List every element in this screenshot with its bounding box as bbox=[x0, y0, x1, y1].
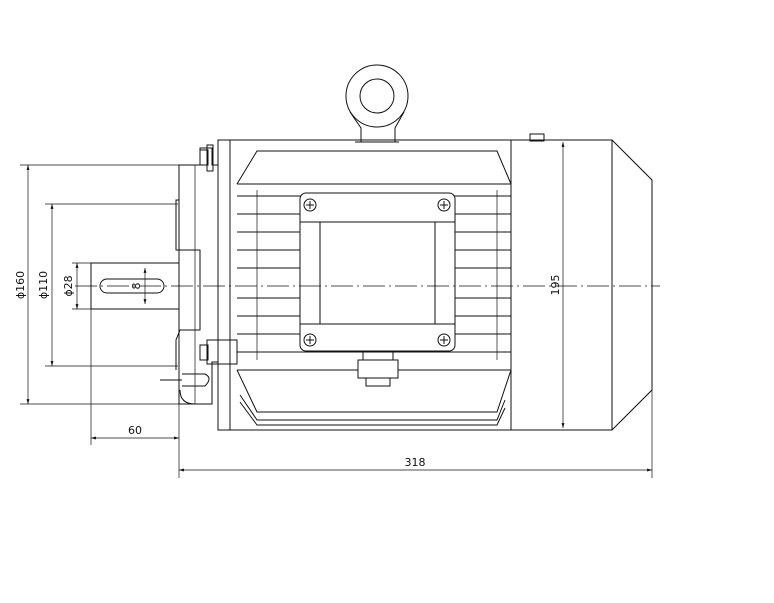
terminal-box bbox=[299, 192, 456, 387]
dimension-spigot-diameter: ϕ110 bbox=[37, 203, 178, 367]
dimension-overall-length: 318 bbox=[178, 390, 653, 478]
frame-height-label: 195 bbox=[549, 275, 562, 296]
key-width-label: 8 bbox=[130, 283, 143, 290]
dimension-key-width: 8 bbox=[130, 268, 147, 304]
flange bbox=[160, 144, 238, 405]
lifting-eye bbox=[345, 64, 409, 143]
fan-cover bbox=[510, 133, 653, 431]
dimension-shaft-length: 60 bbox=[90, 309, 179, 445]
overall-length-label: 318 bbox=[405, 456, 426, 469]
shaft-diameter-label: ϕ28 bbox=[62, 275, 75, 296]
spigot-diameter-label: ϕ110 bbox=[37, 271, 50, 299]
dimension-flange-diameter: ϕ160 bbox=[14, 164, 200, 405]
dimension-shaft-diameter: ϕ28 bbox=[62, 262, 91, 310]
shaft-length-label: 60 bbox=[128, 424, 142, 437]
dimension-frame-height: 195 bbox=[549, 142, 565, 428]
flange-diameter-label: ϕ160 bbox=[14, 271, 27, 299]
